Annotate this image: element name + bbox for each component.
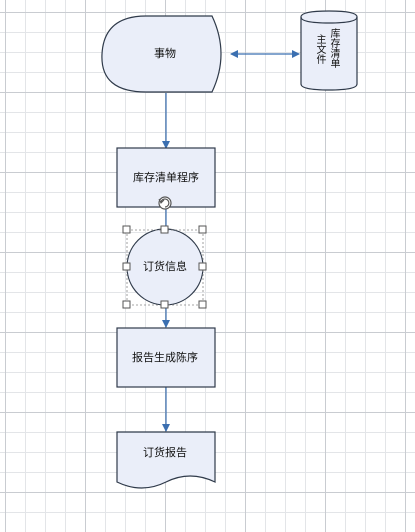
resize-handle-bottom[interactable] [160, 300, 169, 309]
resize-handle-bottom-right[interactable] [198, 300, 207, 309]
report-program-shape[interactable] [116, 327, 216, 388]
resize-handle-top-right[interactable] [198, 225, 207, 234]
resize-handle-bottom-left[interactable] [122, 300, 131, 309]
order-report-shape[interactable] [116, 431, 216, 489]
inventory-master-label-col1: 库存清单 [328, 28, 339, 68]
inventory-master-label-col2: 主文件 [314, 34, 325, 64]
rotation-handle[interactable] [158, 196, 172, 210]
inventory-program-shape[interactable] [116, 147, 216, 208]
resize-handle-right[interactable] [198, 262, 207, 271]
order-info-shape[interactable] [126, 228, 204, 306]
inventory-master-shape[interactable] [300, 10, 358, 91]
resize-handle-left[interactable] [122, 262, 131, 271]
inventory-master-label: 库存清单 主文件 [313, 28, 340, 84]
resize-handle-top[interactable] [160, 225, 169, 234]
transaction-shape[interactable] [101, 15, 222, 93]
resize-handle-top-left[interactable] [122, 225, 131, 234]
